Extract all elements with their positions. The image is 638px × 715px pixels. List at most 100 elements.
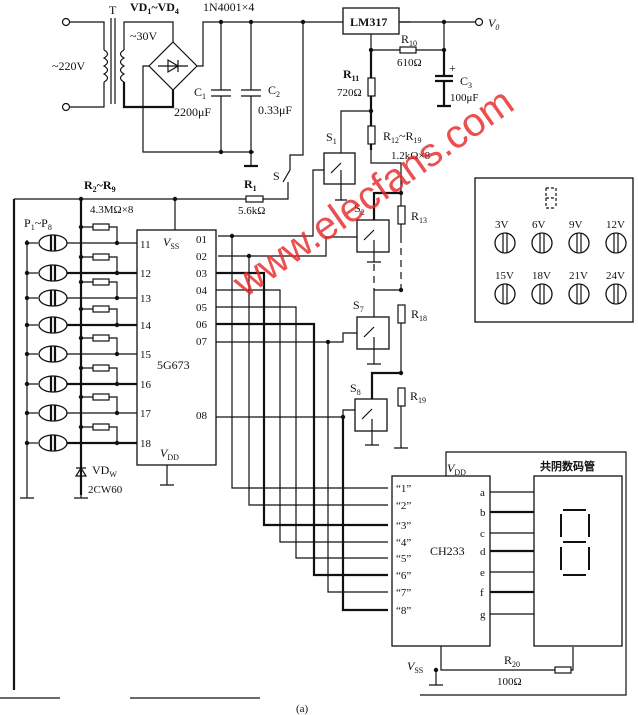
svg-text:R20: R20: [504, 653, 520, 669]
bridge-rectifier: VD1~VD4 1N4001×4: [130, 0, 410, 153]
resistor-r-input: [92, 423, 110, 431]
touch-pad: [24, 223, 137, 252]
voltage-button[interactable]: 15V: [494, 270, 516, 305]
ch233-input-label: “3”: [396, 520, 411, 532]
voltage-button-label: 6V: [532, 219, 546, 231]
voltage-button[interactable]: 9V: [568, 219, 590, 254]
touch-pads: [24, 223, 137, 452]
ground-icon: [429, 670, 443, 686]
svg-text:C3: C3: [460, 74, 472, 90]
svg-text:R18: R18: [411, 307, 427, 323]
seven-segment-digit-icon: [560, 509, 590, 576]
ch233-output-label: g: [480, 609, 486, 621]
pin-03: 03: [196, 268, 208, 280]
ch233-output-label: e: [480, 567, 485, 579]
pin-06: 06: [196, 319, 208, 331]
voltage-button[interactable]: 12V: [605, 219, 627, 254]
regulator-label: LM317: [350, 15, 387, 29]
touch-pad: [24, 305, 137, 334]
pin-18: 18: [140, 438, 152, 450]
resistor-r-input: [92, 305, 110, 313]
ch233-input-label: “6”: [396, 570, 411, 582]
resistor-r20: [554, 666, 572, 674]
r11-value: 720Ω: [337, 87, 362, 99]
resistor-r13: [397, 205, 406, 225]
resistor-r1: [245, 195, 264, 203]
touch-pad: [24, 278, 137, 307]
capacitor-c1: C1 2200μF: [174, 19, 231, 155]
touch-pad: [24, 423, 137, 452]
voltage-button-label: 15V: [495, 270, 514, 282]
pin-16: 16: [140, 379, 152, 391]
ac-terminal-bottom: [61, 102, 71, 112]
ch233-output-label: b: [480, 507, 486, 519]
pin-11: 11: [140, 239, 151, 251]
svg-text:VDD: VDD: [160, 446, 179, 462]
touch-input: R2~R9 4.3MΩ×8 P1~P8 VDW 2CW60: [12, 178, 175, 690]
ic-ch233-name: CH233: [430, 544, 465, 558]
svg-text:V0: V0: [488, 16, 499, 32]
secondary-voltage-label: ~30V: [130, 29, 157, 43]
switch-s2-group: R13 S2: [218, 178, 427, 290]
input-voltage-label: ~220V: [52, 59, 85, 73]
svg-text:C2: C2: [268, 83, 280, 99]
c3-value: 100μF: [450, 92, 479, 104]
transformer-label: T: [109, 3, 117, 17]
svg-text:R1: R1: [244, 177, 257, 193]
capacitor-c3: [435, 50, 453, 108]
s2-box: [356, 219, 390, 253]
touch-pad: [24, 364, 137, 393]
switch-s8-group: R19 S8: [180, 370, 426, 449]
voltage-button[interactable]: 6V: [531, 219, 553, 254]
zener-diode-icon: [74, 466, 88, 477]
voltage-button[interactable]: 21V: [568, 270, 590, 305]
bridge-diamond: [148, 41, 198, 91]
svg-text:VDW: VDW: [92, 463, 117, 479]
ch233-input-label: “8”: [396, 605, 411, 617]
c1-value: 2200μF: [174, 105, 211, 119]
r10-value: 610Ω: [397, 57, 422, 69]
regulator-lm317: LM317 V0 R10 610Ω + C3 100μF R11 720Ω R1…: [337, 7, 499, 178]
touch-pad-icon: [38, 434, 68, 452]
svg-text:R2~R9: R2~R9: [84, 178, 116, 194]
voltage-button[interactable]: 3V: [494, 219, 516, 254]
voltage-buttons: 3V 6V 9V 12V 15V 18V 21V 24V: [494, 219, 627, 305]
pin-01: 01: [196, 234, 207, 246]
ch233-input-label: “7”: [396, 587, 411, 599]
svg-text:S: S: [273, 169, 280, 183]
pin-08: 08: [196, 410, 208, 422]
touch-pad-icon: [38, 316, 68, 334]
svg-text:VSS: VSS: [163, 235, 179, 251]
svg-text:VDD: VDD: [447, 461, 466, 477]
switch-s: S R1 5.6kΩ: [172, 169, 291, 230]
resistor-r-input: [92, 278, 110, 286]
touch-pad-icon: [38, 264, 68, 282]
ground-icon: [160, 465, 174, 486]
pin-15: 15: [140, 349, 152, 361]
svg-text:S8: S8: [350, 381, 361, 397]
pin-02: 02: [196, 251, 207, 263]
resistor-r-input: [92, 223, 110, 231]
display-title: 共阴数码管: [540, 459, 595, 473]
zener-part: 2CW60: [88, 484, 123, 496]
voltage-button[interactable]: 18V: [531, 270, 553, 305]
ic-5g673: VSS VDD 5G673 11 12 13 14 15 16 17 18 01…: [136, 229, 217, 486]
touch-pad: [24, 334, 137, 363]
ch233-input-label: “5”: [396, 553, 411, 565]
svg-text:+: +: [449, 61, 456, 75]
touch-pad-icon: [38, 234, 68, 252]
resistor-r10: [399, 46, 417, 54]
switch-s-contact-icon: [263, 169, 291, 200]
s7-contact-icon: [363, 326, 381, 365]
r1-value: 5.6kΩ: [238, 205, 265, 217]
voltage-button[interactable]: 24V: [605, 270, 627, 305]
touch-pad-icon: [38, 375, 68, 393]
svg-text:R11: R11: [343, 67, 359, 83]
pin-07: 07: [196, 336, 208, 348]
ac-terminal-top: [61, 17, 71, 27]
secondary-coil-icon: [119, 49, 126, 83]
svg-text:S7: S7: [353, 298, 364, 314]
voltage-button-label: 21V: [569, 270, 588, 282]
